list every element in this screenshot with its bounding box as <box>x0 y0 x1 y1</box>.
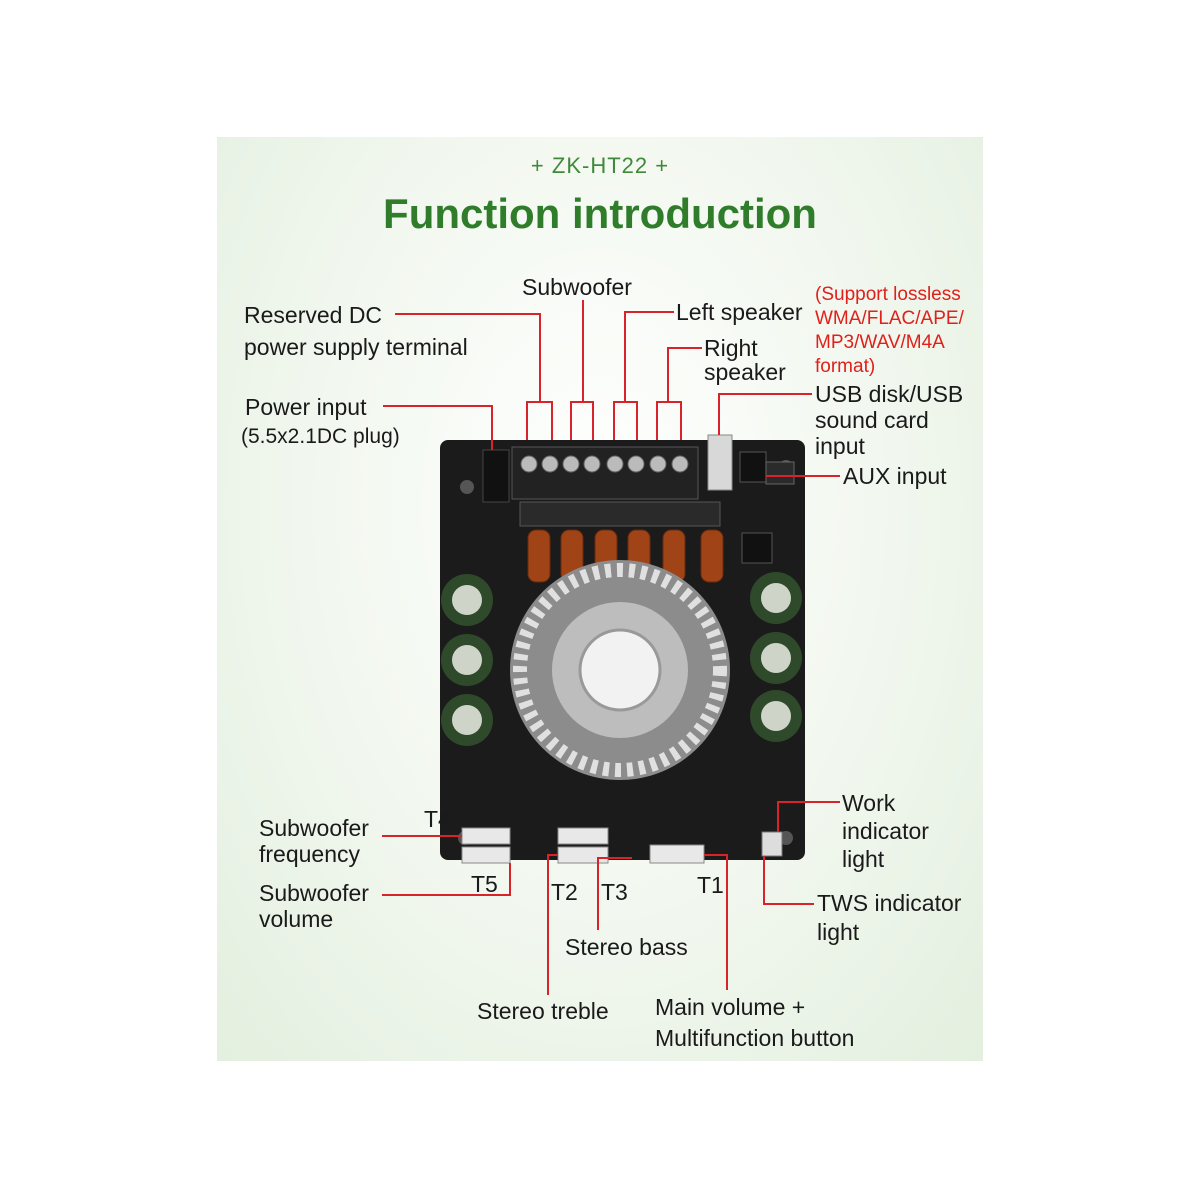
connectors <box>461 827 705 864</box>
label-main-volume-2: Multifunction button <box>655 1025 855 1051</box>
callout-lines <box>382 300 840 995</box>
label-left-speaker: Left speaker <box>676 299 803 325</box>
bluetooth-module <box>765 461 795 485</box>
label-t3: T3 <box>601 879 628 905</box>
usb-port <box>707 434 733 491</box>
dsp-chip <box>741 532 773 564</box>
label-t5: T5 <box>471 871 498 897</box>
label-right-speaker-2: speaker <box>704 359 786 385</box>
terminal-screws <box>520 455 689 473</box>
label-sub-freq-1: Subwoofer <box>259 815 369 841</box>
label-right-speaker: Right <box>704 335 758 361</box>
terminal-block <box>511 446 699 500</box>
label-reserved-dc: Reserved DC <box>244 302 383 328</box>
label-main-volume-1: Main volume + <box>655 994 806 1020</box>
label-stereo-treble: Stereo treble <box>477 998 609 1024</box>
capacitors <box>441 572 802 746</box>
label-sub-vol-1: Subwoofer <box>259 880 369 906</box>
label-formats-1: (Support lossless <box>815 284 961 305</box>
label-usb-2: sound card <box>815 407 929 433</box>
dc-jack <box>482 449 510 503</box>
indicator-leds <box>761 831 783 857</box>
label-usb-3: input <box>815 433 865 459</box>
label-power-input: Power input <box>245 394 367 420</box>
label-tws-2: light <box>817 919 860 945</box>
label-t2: T2 <box>551 879 578 905</box>
label-t1: T1 <box>697 872 724 898</box>
aux-jack <box>739 451 767 483</box>
label-t4: T4 <box>424 806 451 832</box>
label-formats-3: MP3/WAV/M4A <box>815 332 945 353</box>
label-sub-freq-2: frequency <box>259 841 361 867</box>
label-formats-4: format) <box>815 356 876 377</box>
model-name: + ZK-HT22 + <box>530 153 670 178</box>
label-work-3: light <box>842 846 885 872</box>
label-work-1: Work <box>842 790 896 816</box>
label-tws-1: TWS indicator <box>817 890 962 916</box>
heat-sink <box>510 560 730 780</box>
label-stereo-bass: Stereo bass <box>565 934 688 960</box>
label-aux-input: AUX input <box>843 463 947 489</box>
label-work-2: indicator <box>842 818 929 844</box>
label-formats-2: WMA/FLAC/APE/ <box>815 308 964 329</box>
label-power-plug: (5.5x2.1DC plug) <box>241 425 400 448</box>
label-sub-vol-2: volume <box>259 906 334 932</box>
mount-hole <box>460 480 474 494</box>
label-usb-1: USB disk/USB <box>815 381 964 407</box>
page-title: Function introduction <box>383 190 817 237</box>
label-reserved-dc-2: power supply terminal <box>244 334 468 360</box>
amp-chips <box>519 501 721 527</box>
label-subwoofer: Subwoofer <box>522 274 632 300</box>
